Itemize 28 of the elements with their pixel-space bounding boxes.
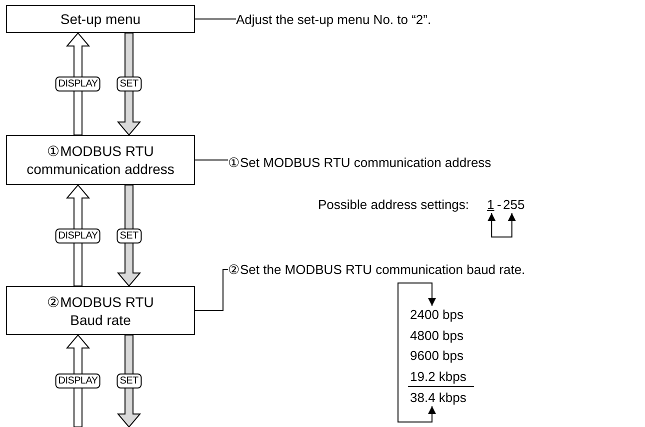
menu-box — [6, 286, 195, 335]
box-label: ②MODBUS RTU Baud rate — [46, 292, 155, 328]
cycle-arrow — [398, 282, 436, 422]
note-text: 2400 bps — [410, 306, 464, 323]
connector-line — [194, 269, 228, 311]
key-label: DISPLAY — [55, 76, 101, 92]
connector-line — [194, 18, 236, 20]
note-text: Adjust the set-up menu No. to “2”. — [236, 11, 432, 28]
menu-box — [6, 5, 195, 33]
note-text: - — [497, 196, 502, 213]
key-label: SET — [116, 374, 142, 388]
note-text: ①Set MODBUS RTU communication address — [228, 154, 492, 171]
note-text: Possible address settings: — [318, 196, 470, 213]
note-text: 255 — [503, 196, 525, 213]
menu-box — [6, 135, 195, 185]
box-label: Set-up menu — [60, 10, 141, 28]
cycle-arrow — [488, 212, 516, 238]
box-label: ①MODBUS RTU communication address — [26, 142, 176, 178]
note-text: 1 — [487, 196, 494, 213]
note-text: 9600 bps — [410, 347, 464, 364]
key-label: SET — [116, 228, 142, 243]
note-text: 4800 bps — [410, 327, 464, 344]
note-text: ②Set the MODBUS RTU communication baud rate. — [228, 261, 526, 278]
key-label: SET — [116, 76, 142, 92]
key-label: DISPLAY — [55, 374, 101, 388]
note-text: 38.4 kbps — [410, 389, 466, 406]
key-label: DISPLAY — [55, 228, 101, 243]
note-text: 19.2 kbps — [410, 368, 466, 385]
